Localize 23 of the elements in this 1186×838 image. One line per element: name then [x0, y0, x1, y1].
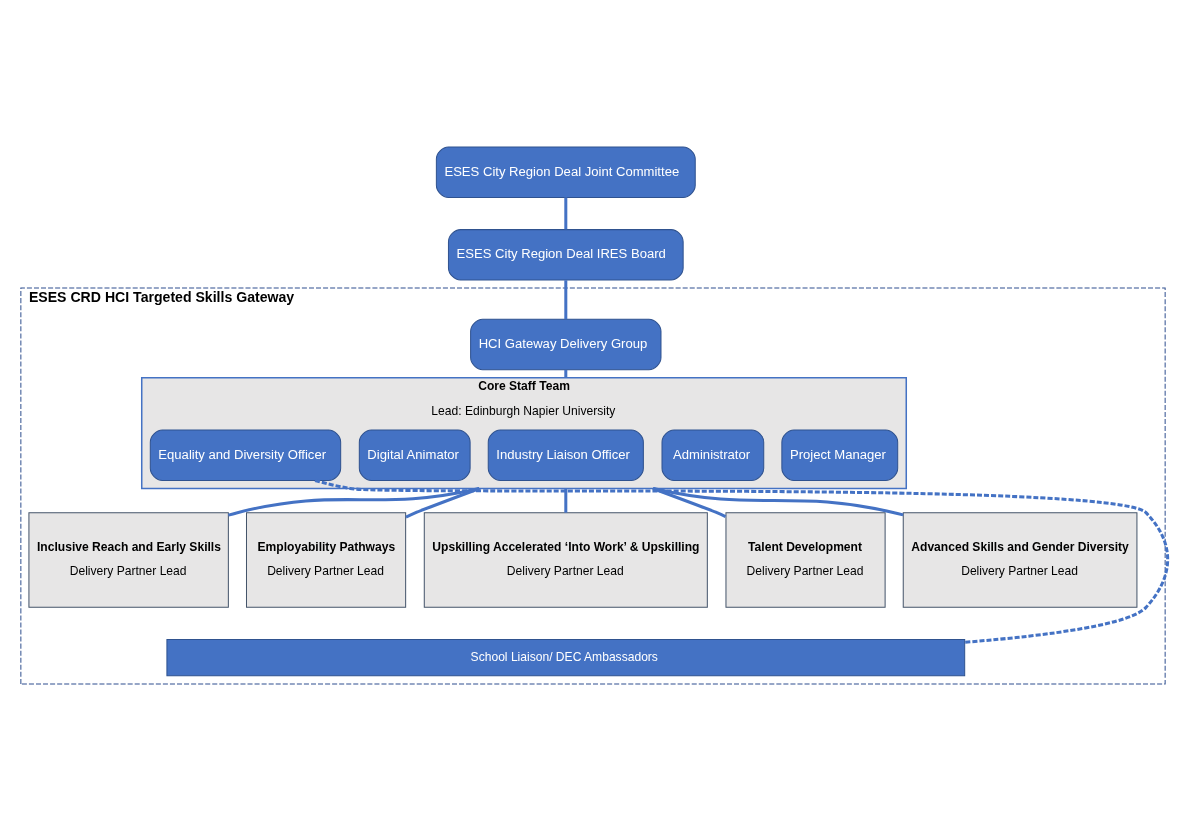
connector: [228, 486, 480, 517]
connector: [653, 486, 904, 516]
node-box: Equality and Diversity Officer: [149, 429, 342, 481]
node-box: Talent Development Delivery Partner Lead: [725, 511, 886, 608]
connector: [564, 196, 568, 229]
node-box: Digital Animator: [358, 429, 471, 481]
node-box: Inclusive Reach and Early Skills Delivery Partner Lead: [28, 511, 229, 608]
connector: [405, 486, 480, 518]
connector: [314, 478, 1169, 644]
node-box: Industry Liaison Officer: [487, 429, 644, 481]
node-box: School Liaison/ DEC Ambassadors: [166, 638, 966, 676]
node-box: Upskilling Accelerated ‘Into Work’ & Upskilling Delivery Partner Lead: [423, 511, 708, 608]
node-box: Project Manager: [781, 429, 899, 481]
connector: [564, 488, 568, 513]
connector: [652, 486, 727, 518]
node-box: Administrator: [661, 429, 765, 481]
connector: [564, 279, 568, 319]
node-box: ESES City Region Deal Joint Committee: [435, 146, 696, 198]
node-box: Employability Pathways Delivery Partner Lead: [246, 511, 407, 608]
connector: [564, 369, 568, 378]
node-box: ESES City Region Deal IRES Board: [447, 228, 684, 280]
node-box: Advanced Skills and Gender Diversity Delivery Partner Lead: [902, 511, 1138, 608]
node-box: HCI Gateway Delivery Group: [470, 318, 662, 370]
